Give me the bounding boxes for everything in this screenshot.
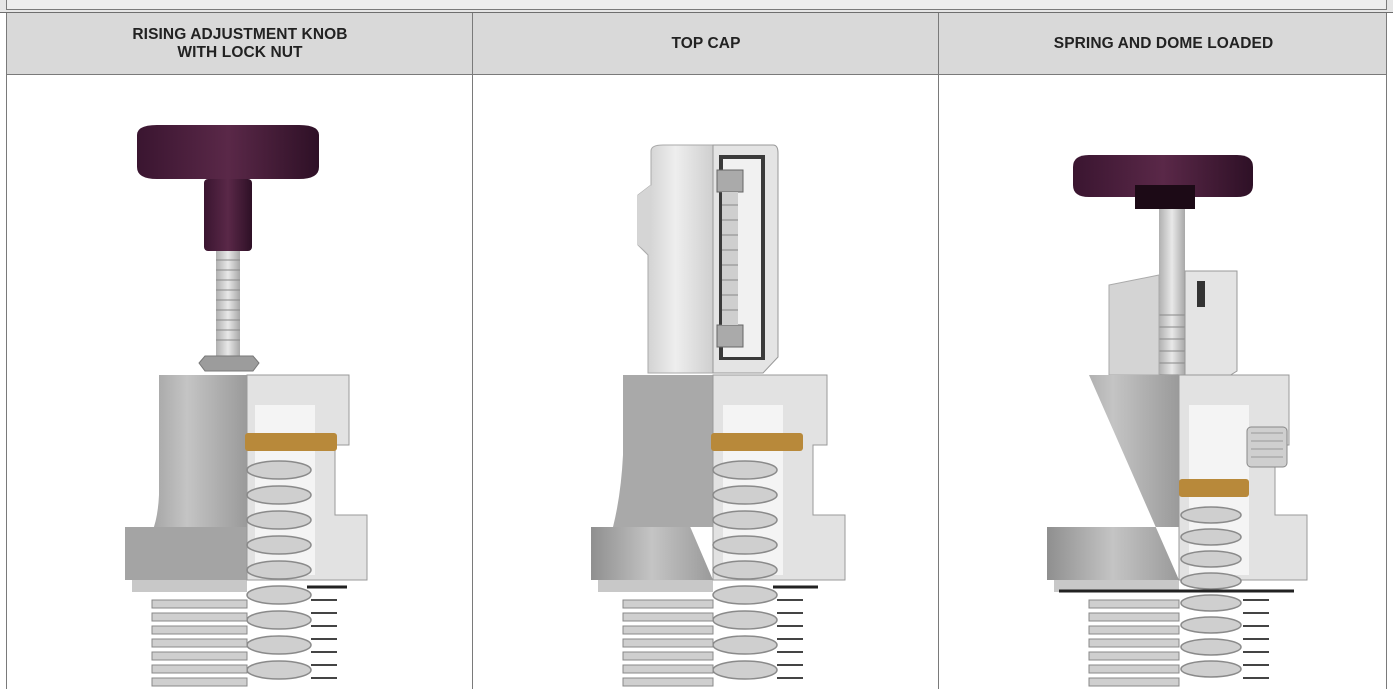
top-cap-icon <box>637 144 714 374</box>
comparison-table: RISING ADJUSTMENT KNOB WITH LOCK NUT TOP… <box>6 13 1387 689</box>
body-threads-icon <box>1088 599 1180 687</box>
spring-plate-icon <box>711 433 803 451</box>
header-rising-knob: RISING ADJUSTMENT KNOB WITH LOCK NUT <box>132 26 348 61</box>
header-top-cap: TOP CAP <box>671 35 741 52</box>
body-threads-icon <box>151 599 248 687</box>
column-divider-1 <box>472 13 473 689</box>
threaded-rod-icon <box>216 251 240 356</box>
dome-housing-icon <box>1108 274 1160 376</box>
regulator-top-cap-illustration <box>591 144 846 687</box>
regulator-rising-knob-illustration <box>125 125 368 687</box>
image-spring-dome <box>939 75 1387 689</box>
cap-nut-icon <box>716 169 744 193</box>
image-top-cap <box>473 75 938 689</box>
top-bar <box>0 0 1393 13</box>
top-bar-frame <box>6 0 1387 10</box>
bonnet-cast-icon <box>127 375 247 580</box>
lock-nut-icon <box>198 355 260 372</box>
body-threads-icon <box>622 599 714 687</box>
bonnet-cast-icon <box>1047 375 1179 580</box>
spring-icon <box>1180 506 1242 678</box>
spring-icon <box>712 460 778 680</box>
knob-head-icon <box>137 125 319 179</box>
image-rising-knob <box>7 75 472 689</box>
spring-icon <box>246 460 312 680</box>
column-divider-2 <box>938 13 939 689</box>
header-row: RISING ADJUSTMENT KNOB WITH LOCK NUT TOP… <box>7 13 1386 75</box>
knob-head-icon <box>1073 155 1253 197</box>
knob-stem-icon <box>204 179 252 251</box>
regulator-spring-dome-illustration <box>1047 155 1308 687</box>
spring-plate-icon <box>245 433 337 451</box>
header-spring-dome: SPRING AND DOME LOADED <box>1053 35 1274 52</box>
spring-plate-icon <box>1179 479 1249 497</box>
